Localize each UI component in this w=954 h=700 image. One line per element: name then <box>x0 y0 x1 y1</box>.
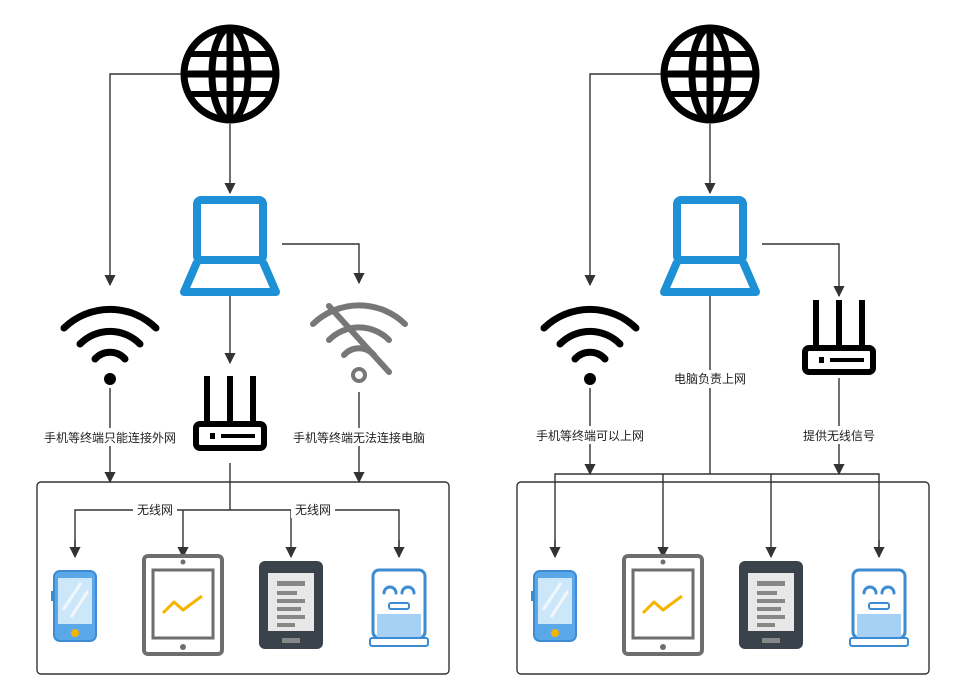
label-provide-wifi: 提供无线信号 <box>803 428 875 443</box>
edge-r-laptop-to-router <box>762 243 845 298</box>
edge-router-to-devices <box>74 509 400 556</box>
laptop-icon <box>184 200 276 292</box>
tablet-icon <box>142 554 224 656</box>
robot-icon <box>368 568 430 648</box>
globe-icon <box>184 28 276 120</box>
right-panel: 手机等终端可以上网 电脑负责上网 提供无线信号 <box>516 28 930 675</box>
edge-laptop-to-wifioff <box>282 243 365 285</box>
laptop-icon <box>664 200 756 292</box>
wifi-off-icon <box>313 305 405 381</box>
tablet-icon <box>622 554 704 656</box>
router-icon <box>805 300 873 372</box>
globe-icon <box>664 28 756 120</box>
label-pc-responsible: 电脑负责上网 <box>674 372 746 386</box>
label-phone-external: 手机等终端只能连接外网 <box>44 430 176 445</box>
wifi-icon <box>544 309 636 385</box>
left-device-group <box>36 481 450 675</box>
wifi-icon <box>64 309 156 385</box>
label-cannot-connect-pc: 手机等终端无法连接电脑 <box>293 430 425 445</box>
right-device-group <box>516 481 930 675</box>
label-phone-online: 手机等终端可以上网 <box>536 428 644 443</box>
router-icon <box>196 376 264 448</box>
edge-globe-to-wifi <box>104 73 181 287</box>
label-wireless-2: 无线网 <box>295 503 331 517</box>
label-wireless-1: 无线网 <box>137 503 173 517</box>
left-panel: 手机等终端只能连接外网 手机等终端无法连接电脑 无线网 无线网 <box>36 28 450 675</box>
ereader-icon <box>739 561 803 649</box>
phone-icon <box>49 569 98 643</box>
edge-r-globe-to-wifi <box>584 73 661 287</box>
robot-icon <box>848 568 910 648</box>
ereader-icon <box>259 561 323 649</box>
phone-icon <box>529 569 578 643</box>
edge-r-bus <box>554 473 880 556</box>
